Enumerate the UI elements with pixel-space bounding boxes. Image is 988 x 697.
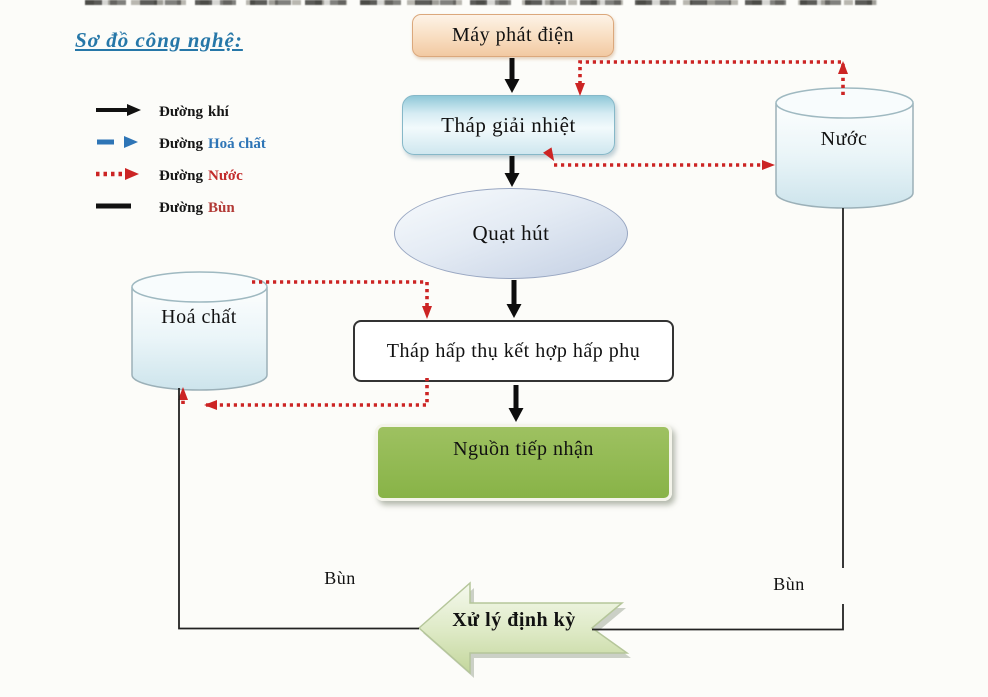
solid-black-line-icon bbox=[95, 198, 145, 219]
sludge-label-left: Bùn bbox=[324, 568, 356, 588]
node-generator-label: Máy phát điện bbox=[451, 24, 575, 46]
cropped-text-artifact bbox=[85, 0, 877, 5]
dashed-blue-arrow-icon bbox=[95, 134, 145, 155]
water-tank-label: Nước bbox=[820, 128, 868, 150]
solid-black-arrow-icon bbox=[95, 102, 145, 123]
node-receiving-source: Nguồn tiếp nhận bbox=[375, 424, 672, 501]
chemical-tank-label: Hoá chất bbox=[161, 306, 237, 328]
node-cooling-tower-label: Tháp giải nhiệt bbox=[441, 112, 576, 137]
node-generator: Máy phát điện bbox=[412, 14, 614, 57]
page-title: Sơ đồ công nghệ: bbox=[75, 28, 243, 52]
dotted-red-arrow-icon bbox=[95, 166, 145, 187]
sludge-label-right: Bùn bbox=[773, 574, 805, 594]
node-suction-fan: Quạt hút bbox=[394, 188, 628, 279]
node-receiving-source-label: Nguồn tiếp nhận bbox=[453, 438, 594, 460]
node-absorption-tower: Tháp hấp thụ kết hợp hấp phụ bbox=[353, 320, 674, 382]
node-absorption-tower-label: Tháp hấp thụ kết hợp hấp phụ bbox=[386, 339, 641, 362]
periodic-treatment-label: Xử lý định kỳ bbox=[452, 609, 576, 631]
node-suction-fan-label: Quạt hút bbox=[472, 221, 550, 245]
node-cooling-tower: Tháp giải nhiệt bbox=[402, 95, 615, 155]
